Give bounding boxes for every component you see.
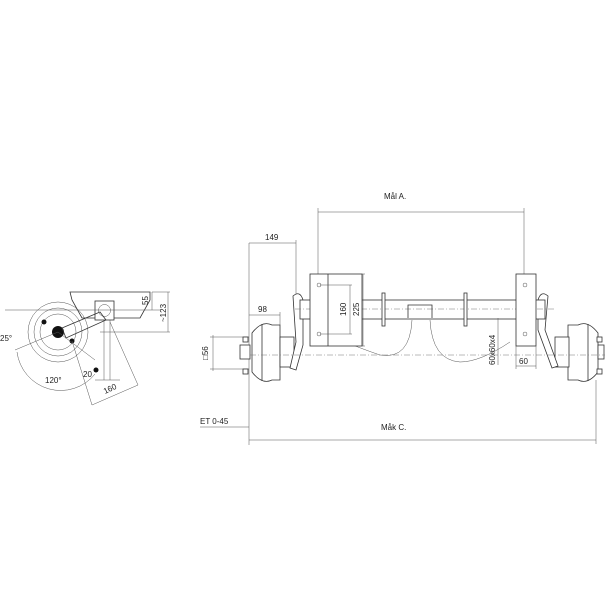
angle-upper: 25° — [0, 334, 12, 343]
left-axle-stub — [239, 344, 251, 360]
right-mounting-plate — [515, 273, 537, 347]
dim-225: 225 — [352, 302, 361, 316]
dim-c: Måk C. — [381, 423, 406, 432]
dim-60: 60 — [519, 357, 528, 366]
dim-small: 20 — [83, 370, 92, 379]
dim-arm: 160 — [102, 382, 118, 396]
angle-range: 120° — [45, 376, 62, 385]
right-axle-stub — [597, 344, 605, 360]
torsion-square — [94, 300, 115, 321]
side-view: 55 ~123 25° 120° 20 160 — [0, 291, 170, 406]
dim-160: 160 — [339, 302, 348, 316]
mount-bracket — [69, 291, 151, 319]
dim-tube: 60x60x4 — [488, 334, 497, 365]
dim-bracket-height: 55 — [141, 296, 150, 305]
right-brake-drum — [567, 323, 599, 382]
offset-et: ET 0-45 — [200, 417, 229, 426]
dim-a: Mål A. — [384, 192, 406, 201]
dim-square: □56 — [201, 346, 210, 360]
dim-98: 98 — [258, 305, 267, 314]
dim-149: 149 — [265, 233, 279, 242]
front-view: Mål A. 149 98 □56 — [200, 192, 605, 445]
left-brake-drum — [251, 323, 281, 382]
dim-total-height: ~123 — [159, 303, 168, 322]
wheel-outline — [27, 301, 89, 363]
swing-arm — [61, 311, 107, 339]
